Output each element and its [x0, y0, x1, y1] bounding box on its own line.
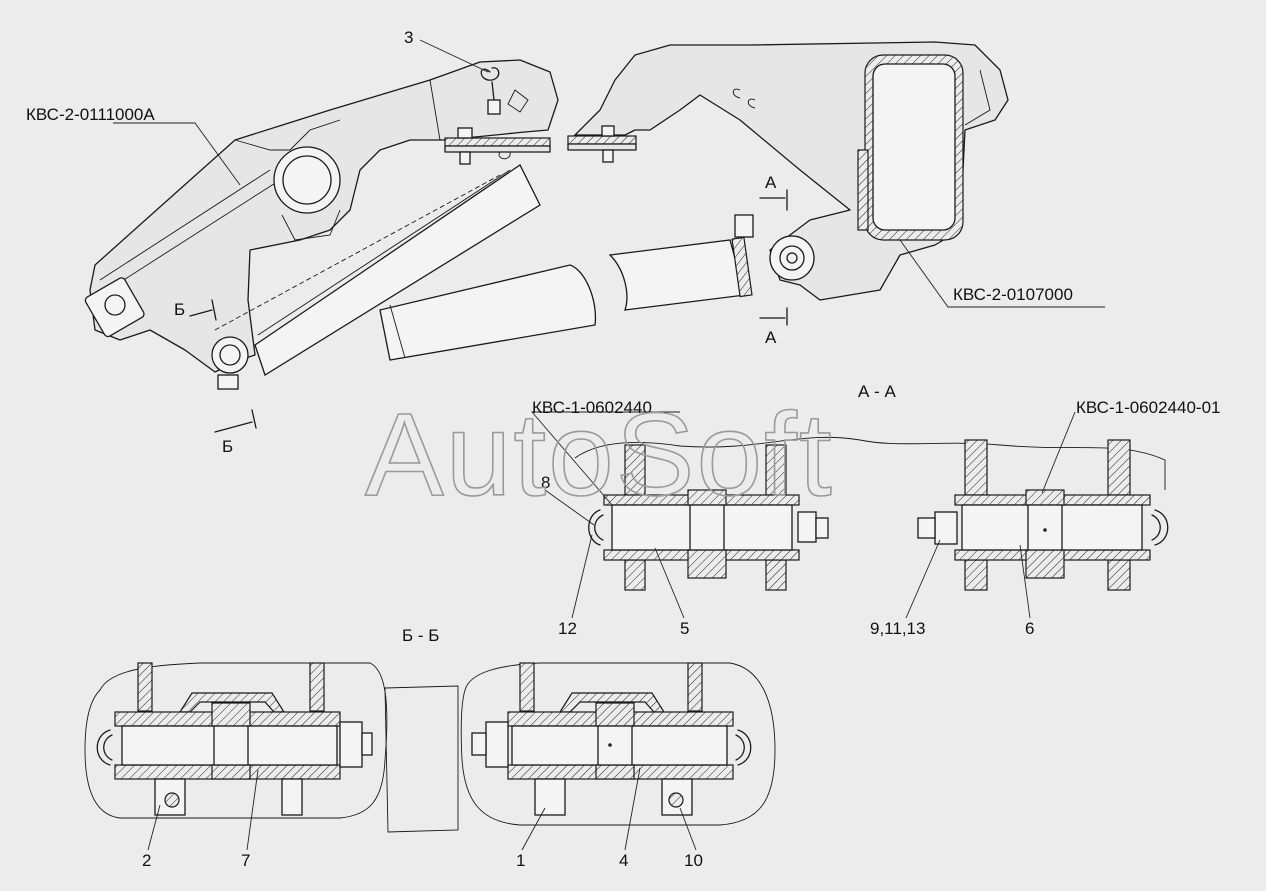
title-section-bb: Б - Б — [402, 626, 439, 645]
section-marks: А А Б Б — [174, 173, 788, 456]
section-mark-b-bottom: Б — [222, 437, 233, 456]
label-part-12: 12 — [558, 619, 577, 638]
part-labels: КВС-2-0111000А 3 КВС-2-0107000 КВС-1-060… — [26, 28, 1220, 870]
label-part-8: 8 — [541, 473, 550, 492]
label-part-2: 2 — [142, 851, 151, 870]
section-mark-a-top: А — [765, 173, 777, 192]
label-part-6: 6 — [1025, 619, 1034, 638]
label-assy-beam: КВС-2-0107000 — [953, 285, 1073, 304]
section-aa — [574, 436, 1169, 591]
label-part-5: 5 — [680, 619, 689, 638]
label-part-1: 1 — [516, 851, 525, 870]
label-part-7: 7 — [241, 851, 250, 870]
frame-assembly — [84, 59, 559, 390]
label-part-4: 4 — [619, 851, 628, 870]
title-section-aa: А - А — [858, 382, 896, 401]
label-pin-left: КВС-1-0602440 — [532, 398, 652, 417]
beam-assembly — [379, 41, 1009, 361]
section-mark-b-top: Б — [174, 300, 185, 319]
section-bb — [84, 662, 776, 833]
label-pin-right: КВС-1-0602440-01 — [1076, 398, 1220, 417]
label-part-9-11-13: 9,11,13 — [870, 619, 925, 638]
leader-lines — [113, 39, 1105, 851]
section-mark-a-bottom: А — [765, 328, 777, 347]
label-part-3: 3 — [404, 28, 413, 47]
label-assy-frame: КВС-2-0111000А — [26, 105, 155, 124]
label-part-10: 10 — [684, 851, 703, 870]
watermark: AutoSoft — [365, 389, 834, 521]
